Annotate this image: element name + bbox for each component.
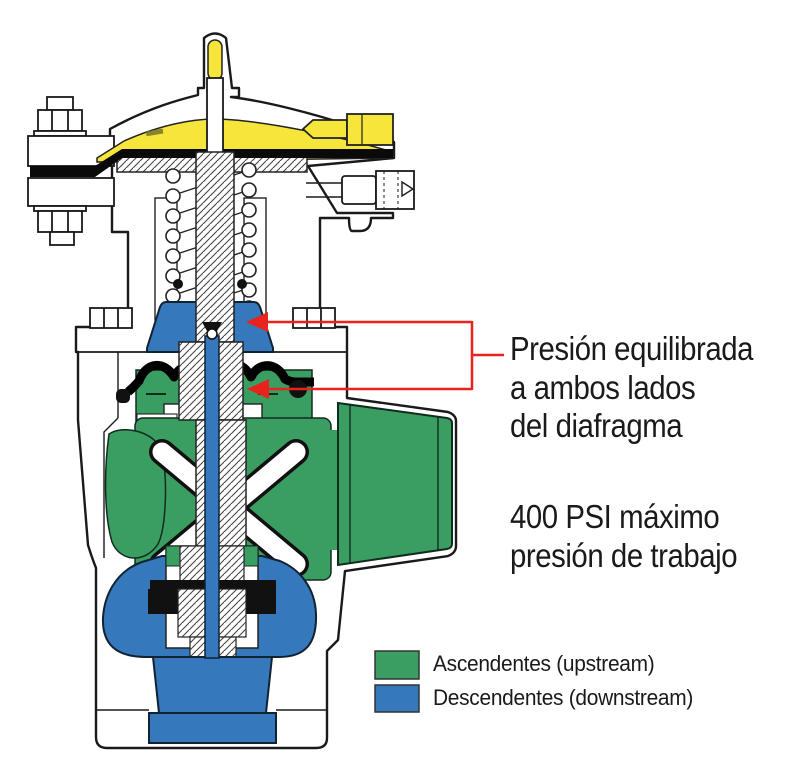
piston-seal-right [246,589,276,614]
rod-pin [206,328,218,340]
annotation-arrows-red [246,312,504,399]
label-max-working-pressure-line1: 400 PSI máximo [510,498,720,535]
hex-nut [37,109,83,132]
label-balanced-pressure-line2: a ambos lados [510,368,696,406]
main-diaphragm-black [30,149,393,177]
label-balanced-pressure-line1: Presión equilibrada [510,330,753,367]
piston-seal-left [148,589,178,614]
inlet-pipe-upstream [337,401,453,567]
stem-rod-downstream [202,322,222,659]
flange-plate-lower [27,177,115,207]
downstream-outlet-neck [151,656,274,714]
pilot-tube-yellow [301,119,348,139]
legend-swatch-downstream [374,684,420,718]
bolt-shank [46,96,74,111]
spring-assembly [154,162,267,322]
hex-nut [89,307,133,329]
arrowhead-upper [246,312,268,332]
bolt-shank [49,231,75,246]
legend-swatch-upstream [374,650,420,685]
label-balanced-pressure-line3: del diafragma [510,407,683,444]
label-max-working-pressure-line2: presión de trabajo [510,536,738,574]
legend-label-downstream: Descendentes (downstream) [433,685,694,710]
tiny-stamp-mark [145,128,164,137]
arrowhead-lower [247,379,269,399]
pilot-fitting-lower [306,170,415,210]
adjusting-stem [206,77,224,157]
legend-label-upstream: Ascendentes (upstream) [433,651,655,676]
downstream-outlet-base [148,712,277,744]
label-max-working-pressure: 400 PSI máximo presión de trabajo [510,498,795,575]
handle-slot-yellow [207,39,223,81]
hex-nut [37,210,83,233]
label-balanced-pressure: Presión equilibrada a ambos lados del di… [510,330,795,446]
seal-dot [237,279,247,289]
adjusting-handle [206,39,224,157]
fitting-tip [401,180,415,198]
fitting-cylinder [341,175,377,205]
oring-left [116,389,130,403]
stem-upper-hatched [195,151,235,343]
hex-nut [292,307,336,329]
pilot-fitting-top-yellow [346,113,394,146]
upstream-left-lobe [104,429,167,559]
seal-dot [173,279,183,289]
top-flange-bolts-left [27,96,115,246]
